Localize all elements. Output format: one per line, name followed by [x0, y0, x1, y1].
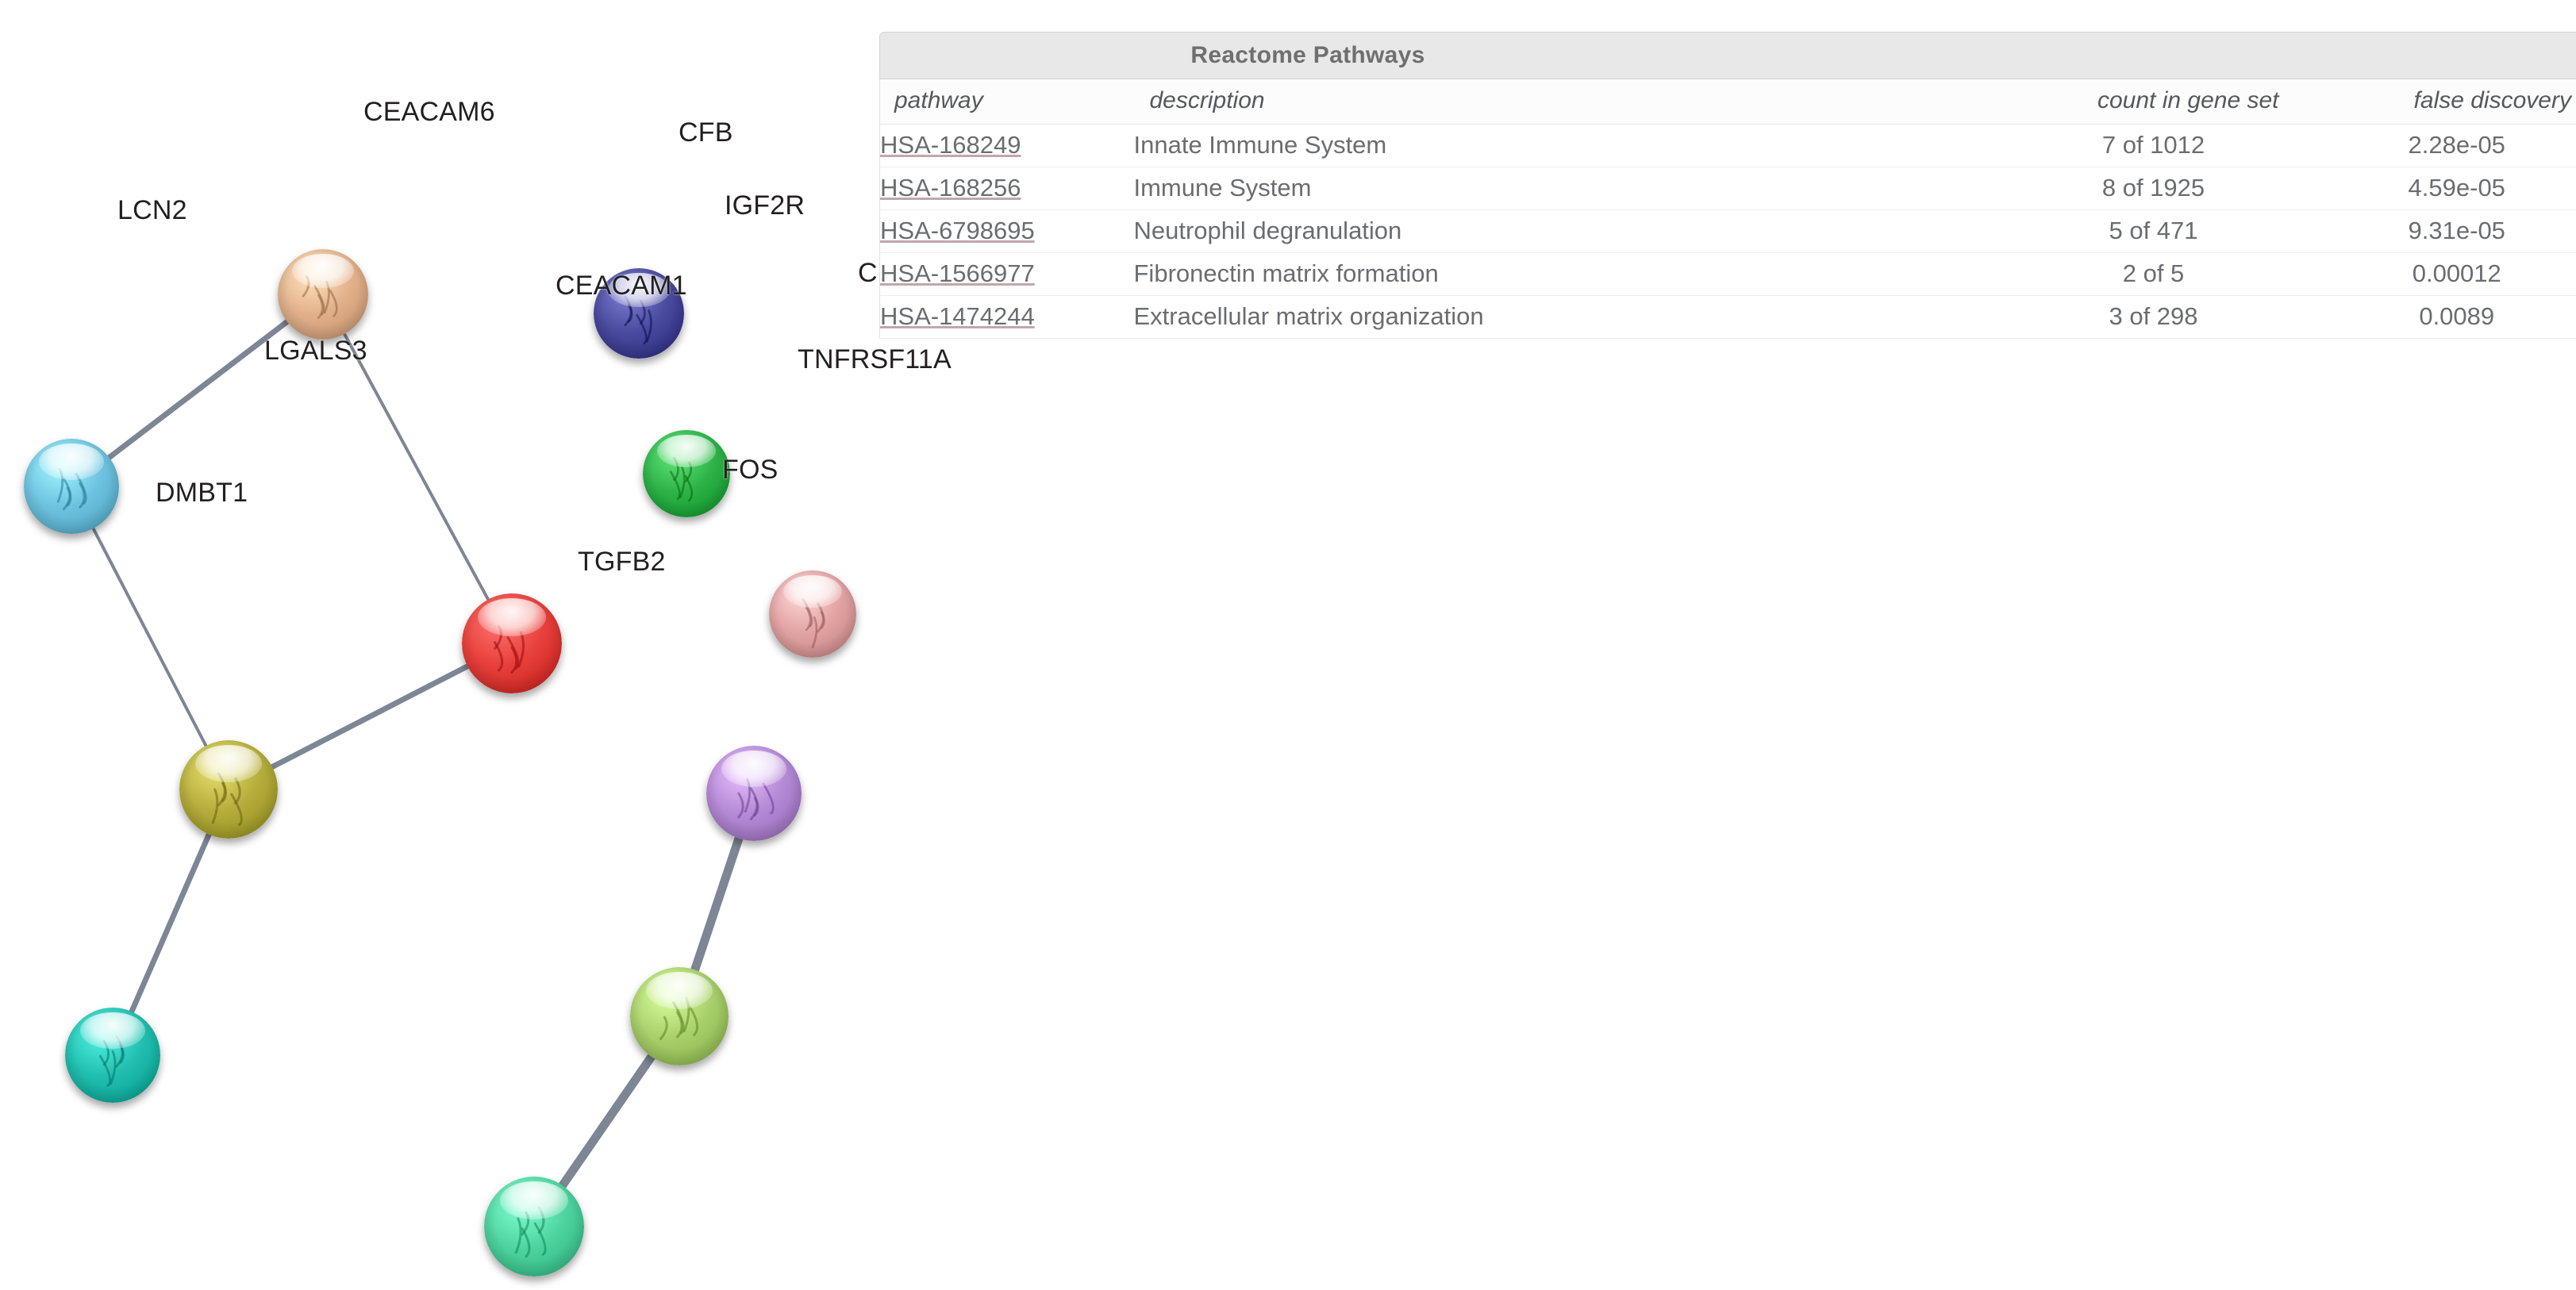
node-label-igf2r: IGF2R — [725, 190, 805, 221]
pathway-gene-count: 2 of 5 — [2018, 252, 2289, 296]
node-sphere — [462, 593, 562, 693]
column-header-fdr[interactable]: false discovery rate — [2288, 79, 2576, 125]
pathway-enrichment-table: pathway description count in gene set fa… — [879, 79, 2576, 339]
pathway-false-discovery-rate: 0.0089 — [2288, 295, 2576, 339]
pathway-description: Innate Immune System — [1133, 124, 2019, 167]
node-sphere — [484, 1177, 584, 1277]
protein-network-canvas: CEACAM6CFBLCN2IGF2RCD24CEACAM1LGALS3TNFR… — [0, 0, 1000, 1290]
protein-node-lgals3[interactable] — [179, 740, 278, 839]
column-header-description[interactable]: description — [1133, 79, 2019, 125]
node-label-fos: FOS — [722, 455, 779, 485]
protein-node-ceacam1[interactable] — [462, 593, 562, 693]
pathway-id-link[interactable]: HSA-168256 — [879, 167, 1134, 210]
node-label-cfb: CFB — [679, 117, 733, 148]
pathway-false-discovery-rate: 2.28e-05 — [2288, 124, 2576, 167]
node-label-tgfb2: TGFB2 — [578, 547, 666, 577]
network-edge[interactable] — [104, 317, 293, 463]
pathway-id-link[interactable]: HSA-1474244 — [879, 295, 1134, 339]
node-label-ceacam6: CEACAM6 — [363, 97, 495, 127]
pathway-gene-count: 5 of 471 — [2018, 209, 2289, 253]
node-sphere — [65, 1008, 160, 1103]
protein-node-cd24[interactable] — [769, 570, 856, 658]
network-edge[interactable] — [556, 1050, 658, 1192]
column-header-pathway[interactable]: pathway — [879, 79, 1134, 125]
pathway-panel-header: Reactome Pathways — [879, 32, 2576, 79]
protein-node-fos[interactable] — [630, 967, 729, 1065]
pathway-false-discovery-rate: 9.31e-05 — [2288, 209, 2576, 253]
protein-node-lcn2[interactable] — [24, 439, 119, 534]
column-header-count[interactable]: count in gene set — [2018, 79, 2289, 125]
pathway-id-link[interactable]: HSA-1566977 — [879, 252, 1134, 296]
node-sphere — [24, 439, 119, 534]
pathway-id-link[interactable]: HSA-6798695 — [879, 209, 1134, 253]
node-label-dmbt1: DMBT1 — [156, 478, 248, 508]
node-sphere — [179, 740, 278, 839]
network-edge[interactable] — [127, 828, 213, 1018]
protein-node-igf2r[interactable] — [643, 430, 730, 517]
pathway-false-discovery-rate: 0.00012 — [2288, 252, 2576, 296]
network-edge[interactable] — [689, 831, 744, 977]
node-sphere — [706, 746, 802, 841]
node-label-lgals3: LGALS3 — [264, 336, 367, 366]
pathway-id-link[interactable]: HSA-168249 — [879, 124, 1134, 167]
pathway-false-discovery-rate: 4.59e-05 — [2288, 167, 2576, 210]
network-edge[interactable] — [341, 329, 491, 605]
pathway-description: Neutrophil degranulation — [1133, 209, 2019, 253]
pathway-description: Extracellular matrix organization — [1133, 295, 2019, 339]
protein-node-tgfb2[interactable] — [484, 1177, 584, 1277]
pathway-gene-count: 7 of 1012 — [2018, 124, 2289, 167]
protein-node-dmbt1[interactable] — [65, 1008, 160, 1103]
protein-node-tnfrsf11a[interactable] — [706, 746, 802, 841]
pathway-panel-title: Reactome Pathways — [1190, 42, 1425, 68]
network-edge[interactable] — [90, 524, 210, 751]
pathway-gene-count: 3 of 298 — [2018, 295, 2289, 339]
pathway-description: Immune System — [1133, 167, 2019, 210]
node-label-lcn2: LCN2 — [117, 195, 187, 225]
pathway-description: Fibronectin matrix formation — [1133, 252, 2019, 296]
table-header-row: pathway description count in gene set fa… — [879, 79, 2576, 125]
node-sphere — [643, 430, 730, 517]
network-edge[interactable] — [267, 662, 474, 771]
node-sphere — [769, 570, 856, 658]
protein-node-ceacam6[interactable] — [278, 249, 368, 340]
pathway-gene-count: 8 of 1925 — [2018, 167, 2289, 210]
node-sphere — [630, 967, 729, 1065]
node-sphere — [278, 249, 368, 340]
node-label-ceacam1: CEACAM1 — [556, 271, 687, 301]
node-label-tnfrsf11a: TNFRSF11A — [798, 344, 952, 374]
network-edges-layer — [90, 317, 744, 1192]
reactome-pathways-panel: Reactome Pathways pathway description co… — [879, 32, 2576, 339]
